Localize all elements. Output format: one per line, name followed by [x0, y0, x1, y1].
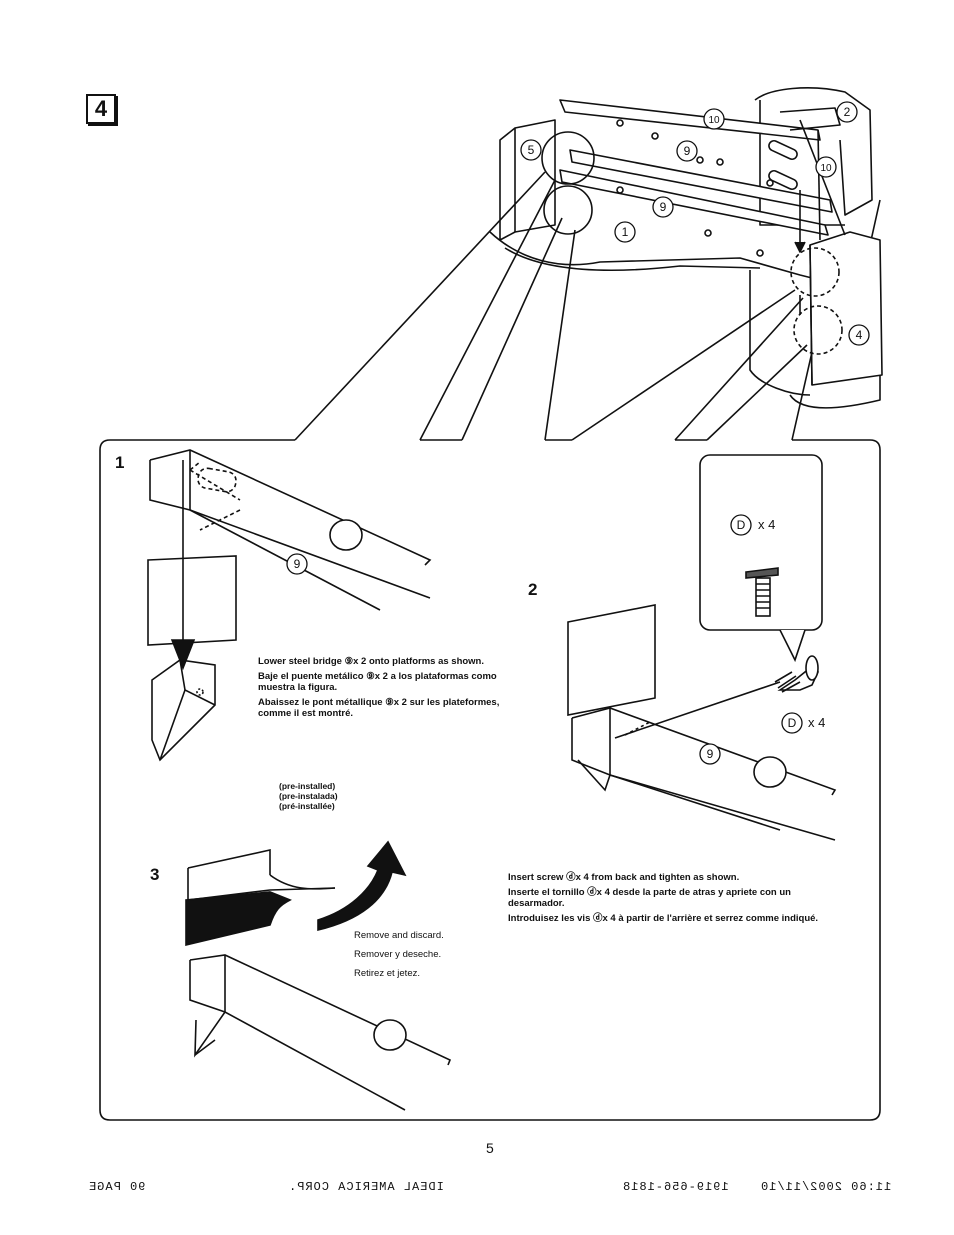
- step1-instructions: Lower steel bridge ⑨x 2 onto platforms a…: [258, 656, 520, 723]
- step3-text-en: Remove and discard.: [354, 930, 444, 941]
- footer-fax-number: 1919-656-1818: [622, 1180, 729, 1194]
- label-part-9: 9: [707, 747, 714, 761]
- substep-2-number: 2: [528, 580, 538, 599]
- substep-1-number: 1: [115, 453, 125, 472]
- label-part-9: 9: [684, 144, 691, 158]
- label-part-4: 4: [856, 328, 863, 342]
- hardware-box-qty: x 4: [758, 517, 776, 532]
- step2-instructions: Insert screw ⓓx 4 from back and tighten …: [508, 872, 843, 928]
- step2-text-fr: Introduisez les vis ⓓx 4 à partir de l'a…: [508, 913, 819, 924]
- label-part-10: 10: [820, 163, 832, 174]
- step2-text-es: Inserte el tornillo ⓓx 4 desde la parte …: [508, 887, 791, 909]
- label-part-9: 9: [660, 200, 667, 214]
- page-number: 5: [486, 1140, 494, 1156]
- footer-timestamp: 11:60 2002/11/10: [760, 1180, 892, 1194]
- step3-instructions: Remove and discard. Remover y deseche. R…: [354, 926, 444, 983]
- footer-page: 90 PAGE: [88, 1180, 146, 1194]
- label-part-1: 1: [622, 225, 629, 239]
- label-part-5: 5: [528, 143, 535, 157]
- preinstalled-note: (pre-installed) (pre-instalada) (pré-ins…: [279, 781, 338, 811]
- step1-text-es: Baje el puente metálico ⑨x 2 a los plata…: [258, 671, 497, 693]
- preinstalled-en: (pre-installed): [279, 781, 336, 791]
- label-part-d: D: [788, 716, 797, 730]
- step3-text-es: Remover y deseche.: [354, 949, 442, 960]
- label-part-d: D: [737, 518, 746, 532]
- step-number-box: 4: [86, 94, 116, 124]
- preinstalled-es: (pre-instalada): [279, 791, 338, 801]
- substep-3-number: 3: [150, 865, 160, 884]
- label-part-2: 2: [844, 105, 851, 119]
- preinstalled-fr: (pré-installée): [279, 801, 335, 811]
- step1-text-fr: Abaissez le pont métallique ⑨x 2 sur les…: [258, 697, 500, 719]
- footer-company: IDEAL AMERICA CORP.: [288, 1180, 444, 1194]
- screw-qty: x 4: [808, 715, 826, 730]
- label-part-10: 10: [708, 115, 720, 126]
- label-part-9: 9: [294, 557, 301, 571]
- step2-text-en: Insert screw ⓓx 4 from back and tighten …: [508, 872, 740, 883]
- step3-text-fr: Retirez et jetez.: [354, 968, 420, 979]
- step1-text-en: Lower steel bridge ⑨x 2 onto platforms a…: [258, 656, 485, 667]
